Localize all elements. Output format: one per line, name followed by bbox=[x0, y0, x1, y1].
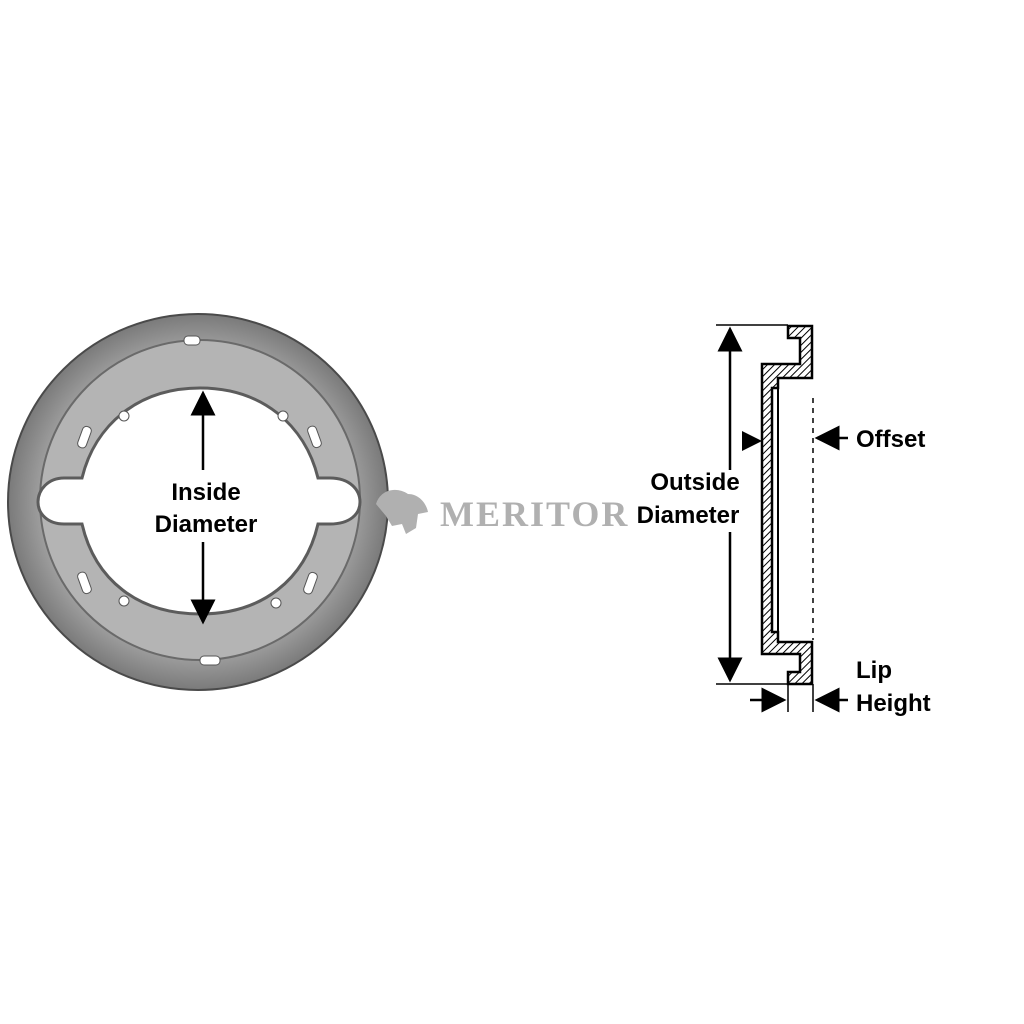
shield-slot bbox=[77, 571, 92, 595]
bull-logo-icon bbox=[376, 489, 428, 534]
shield-slot bbox=[307, 425, 322, 449]
watermark-text: MERITOR bbox=[440, 494, 629, 534]
shield-slot bbox=[77, 425, 92, 449]
outside-diameter-label-line2: Diameter bbox=[637, 502, 740, 529]
dust-shield-front-view: Inside Diameter bbox=[7, 313, 389, 691]
shield-bolt-hole bbox=[277, 410, 289, 422]
shield-bolt-hole bbox=[118, 410, 130, 422]
outside-diameter-label-line1: Outside bbox=[650, 469, 739, 496]
offset-label: Offset bbox=[856, 426, 925, 453]
meritor-watermark: MERITOR bbox=[376, 489, 629, 534]
shield-slot bbox=[303, 571, 318, 595]
lip-height-label-line2: Height bbox=[856, 690, 931, 717]
shield-bolt-hole bbox=[118, 595, 130, 607]
lip-height-label-line1: Lip bbox=[856, 657, 892, 684]
cross-section-profile bbox=[760, 324, 814, 686]
shield-bolt-hole bbox=[270, 597, 282, 609]
dust-shield-cross-section: Outside Diameter Offset Lip Height bbox=[637, 324, 931, 717]
inside-diameter-label-line1: Inside bbox=[171, 479, 240, 506]
shield-slot bbox=[199, 655, 221, 666]
shield-slot bbox=[183, 335, 201, 346]
inside-diameter-label-line2: Diameter bbox=[155, 511, 258, 538]
